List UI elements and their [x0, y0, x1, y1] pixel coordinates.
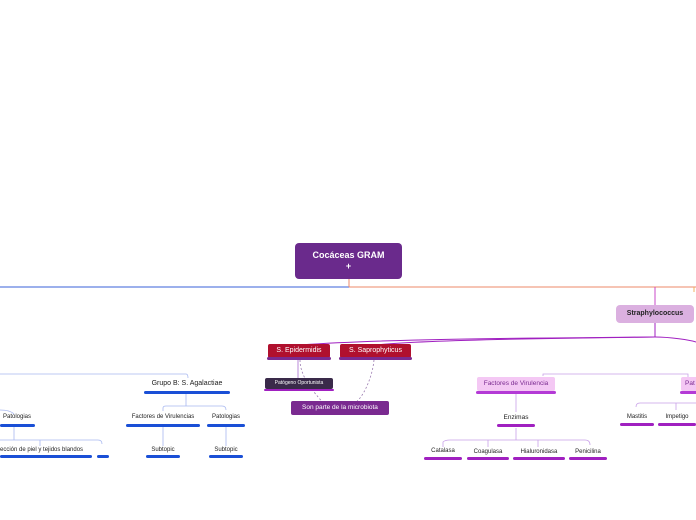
- pathology-mastitis[interactable]: Mastitis: [626, 414, 648, 420]
- left-infeccion-label[interactable]: ección de piel y tejidos blandos: [0, 447, 84, 453]
- microbiota-label: Son parte de la microbiota: [302, 404, 378, 411]
- staphylococcus-label: Straphylococcus: [626, 310, 684, 317]
- pathology-mastitis-underline: [620, 423, 654, 426]
- microbiota-node[interactable]: Son parte de la microbiota: [291, 401, 389, 415]
- enzyme-penicilina-underline: [569, 457, 607, 460]
- grupo-b-factores-label[interactable]: Factores de Virulencias: [131, 414, 195, 420]
- pathology-impetigo[interactable]: Impetigo: [665, 414, 689, 420]
- left-infeccion-underline: [0, 455, 92, 458]
- grupo-b-factores-underline: [126, 424, 200, 427]
- enzimas-underline: [497, 424, 535, 427]
- root-node[interactable]: Cocáceas GRAM +: [295, 243, 402, 279]
- staph-pathologies-node[interactable]: Pat: [681, 377, 696, 391]
- staph-virulence-underline: [476, 391, 556, 394]
- enzyme-catalasa[interactable]: Catalasa: [431, 448, 455, 454]
- enzyme-penicilina[interactable]: Penicilina: [575, 449, 601, 455]
- pathology-impetigo-underline: [658, 423, 696, 426]
- subtopic-left[interactable]: Subtopic: [151, 447, 175, 453]
- staph-pathologies-underline: [680, 391, 696, 394]
- grupo-b-patologias-label[interactable]: Patologias: [211, 414, 241, 420]
- oportunista-node[interactable]: Patógeno Oportunista: [265, 378, 333, 389]
- enzimas-label[interactable]: Enzimas: [503, 414, 529, 421]
- epidermidis-label: S. Epidermidis: [276, 347, 322, 354]
- subtopic-left-underline: [146, 455, 180, 458]
- saprophyticus-node[interactable]: S. Saprophyticus: [340, 344, 411, 358]
- staph-virulence-factors-label: Factores de Virulencia: [483, 380, 549, 387]
- left-patologias-underline: [0, 424, 35, 427]
- saprophyticus-label: S. Saprophyticus: [349, 347, 402, 354]
- staph-virulence-factors-node[interactable]: Factores de Virulencia: [477, 377, 555, 391]
- epidermidis-underline: [267, 357, 331, 360]
- root-title: Cocáceas GRAM: [312, 250, 385, 260]
- grupo-b-underline: [144, 391, 230, 394]
- oportunista-label: Patógeno Oportunista: [274, 380, 324, 386]
- enzyme-catalasa-underline: [424, 457, 462, 460]
- root-plus: +: [345, 261, 352, 271]
- grupo-b-patologias-underline: [207, 424, 245, 427]
- left-empty-node-underline: [97, 455, 109, 458]
- subtopic-right[interactable]: Subtopic: [214, 447, 238, 453]
- enzyme-coagulasa[interactable]: Coagulasa: [473, 449, 503, 455]
- enzyme-coagulasa-underline: [467, 457, 509, 460]
- epidermidis-node[interactable]: S. Epidermidis: [268, 344, 330, 358]
- enzyme-hialuronidasa[interactable]: Hialuronidasa: [520, 449, 558, 455]
- staphylococcus-node[interactable]: Straphylococcus: [616, 305, 694, 323]
- oportunista-underline: [264, 389, 334, 391]
- saprophyticus-underline: [339, 357, 412, 360]
- enzyme-hialuronidasa-underline: [513, 457, 565, 460]
- grupo-b-label[interactable]: Grupo B: S. Agalactiae: [151, 380, 223, 387]
- subtopic-right-underline: [209, 455, 243, 458]
- left-patologias-label[interactable]: Patologias: [2, 414, 32, 420]
- staph-pathologies-label: Pat: [685, 380, 695, 387]
